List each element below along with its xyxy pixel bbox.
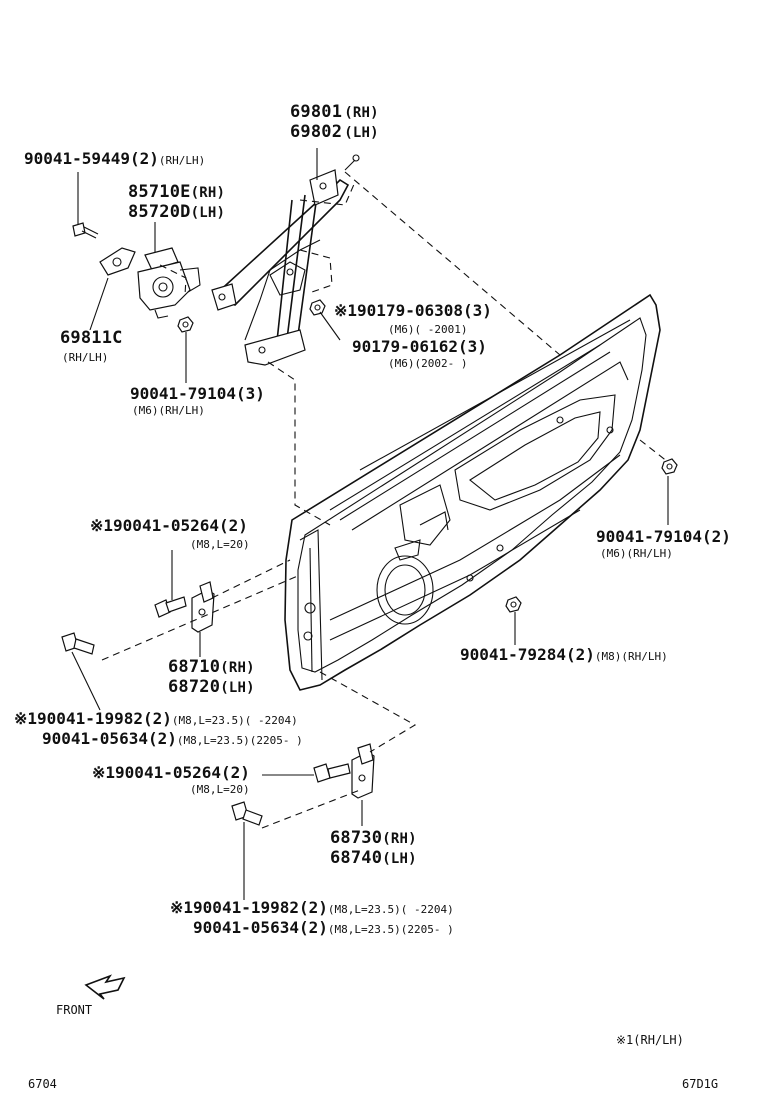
nut-d-note: (M6)(RH/LH): [600, 547, 673, 560]
upper-hinge-part-number-lh: 68720(LH): [168, 677, 255, 697]
page-code: 6704: [28, 1077, 57, 1091]
bolt-upper-hinge: [154, 596, 187, 618]
bolt-lower-hinge: [313, 763, 351, 783]
figure-code: 67D1G: [682, 1077, 719, 1091]
hinge-upper: [191, 581, 215, 633]
front-arrow-icon: [84, 974, 126, 1000]
lower-hinge-part-number-rh: 68730(RH): [330, 828, 417, 848]
nut-b-label: 90179-06162(3): [352, 337, 487, 356]
nut-90179-top: [309, 299, 326, 316]
bolt-g-label: ※190041-19982(2)(M8,L=23.5)( -2204): [14, 709, 298, 728]
door-panel: [284, 293, 661, 691]
bolt-i-note: (M8,L=20): [190, 783, 250, 796]
nut-f-label: 90041-79284(2)(M8)(RH/LH): [460, 645, 668, 664]
upper-hinge-part-number-rh: 68710(RH): [168, 657, 255, 677]
nut-a-label: ※190179-06308(3): [334, 301, 492, 320]
motor-part-number-lh: 85720D(LH): [128, 202, 226, 222]
lower-hinge-part-number-lh: 68740(LH): [330, 848, 417, 868]
window-regulator: [211, 154, 360, 366]
leader-lines: [71, 148, 669, 900]
front-label: FRONT: [56, 1003, 93, 1017]
nut-90041-79104-left: [177, 316, 194, 333]
hinge-lower: [351, 743, 375, 799]
nut-c-note: (M6)(RH/LH): [132, 404, 205, 417]
bracket-part-number: 69811C: [60, 328, 123, 348]
footnote: ※1(RH/LH): [616, 1033, 684, 1047]
nut-a-note: (M6)( -2001): [388, 323, 468, 336]
regulator-part-number-rh: 69801(RH): [290, 102, 379, 122]
nut-b-note: (M6)(2002- ): [388, 357, 468, 370]
assembly-lines: [101, 171, 669, 829]
bolt-i-label: ※190041-05264(2): [92, 763, 250, 782]
bracket-69811c: [99, 247, 136, 276]
regulator-part-number-lh: 69802(LH): [290, 122, 379, 142]
nut-d-label: 90041-79104(2): [596, 527, 731, 546]
window-motor: [137, 247, 201, 319]
bolt-e-note: (M8,L=20): [190, 538, 250, 551]
bolt-e-label: ※190041-05264(2): [90, 516, 248, 535]
motor-part-number-rh: 85710E(RH): [128, 182, 226, 202]
bolt-lower-hinge-lower: [231, 801, 263, 826]
bolt-j-label: ※190041-19982(2)(M8,L=23.5)( -2204): [170, 898, 454, 917]
bolt-k-label: 90041-05634(2)(M8,L=23.5)(2205- ): [193, 918, 454, 937]
bolt-90041-59449: [72, 222, 99, 239]
nut-c-label: 90041-79104(3): [130, 384, 265, 403]
nut-90041-79104-right: [661, 458, 678, 475]
nut-90041-79284: [505, 596, 522, 613]
bolt-h-label: 90041-05634(2)(M8,L=23.5)(2205- ): [42, 729, 303, 748]
bracket-note: (RH/LH): [62, 351, 109, 364]
bolt-upper-hinge-lower: [61, 632, 95, 655]
bolt-top-label: 90041-59449(2)(RH/LH): [24, 149, 206, 168]
